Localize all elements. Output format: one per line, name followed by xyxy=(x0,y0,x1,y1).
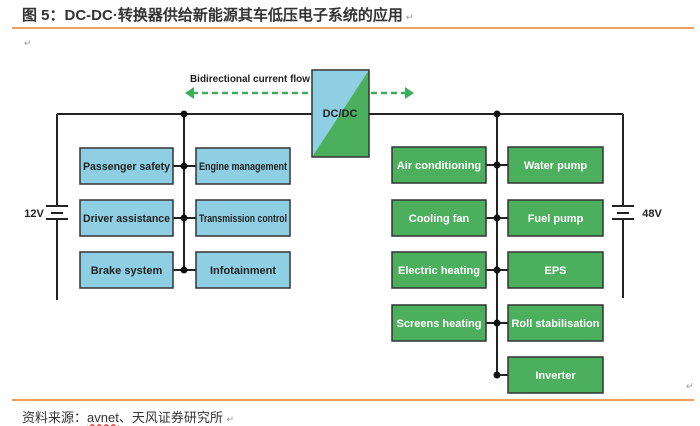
box-rect xyxy=(507,251,604,289)
box-rect xyxy=(195,147,291,185)
load-box: Transmission control xyxy=(195,199,291,237)
box-rect xyxy=(391,251,487,289)
converter-border xyxy=(311,69,370,158)
box-rect xyxy=(507,199,604,237)
load-box: Electric heating xyxy=(391,251,487,289)
title-divider xyxy=(12,27,694,29)
source-prefix: 资料来源： xyxy=(22,410,88,425)
load-box: Brake system xyxy=(79,251,174,289)
box-rect xyxy=(507,304,604,342)
arrow-head-right-icon xyxy=(405,87,414,99)
box-label: Transmission control xyxy=(199,213,287,225)
source-avnet: avnet xyxy=(87,410,119,425)
junction-dot xyxy=(493,371,501,379)
arrow-head-left-icon xyxy=(185,87,194,99)
battery-48v-icon xyxy=(612,205,634,220)
load-box: Cooling fan xyxy=(391,199,487,237)
battery-12v-icon xyxy=(46,205,68,220)
converter-label: DC/DC xyxy=(323,108,358,120)
load-box: Engine management xyxy=(195,147,291,185)
box-label: Electric heating xyxy=(398,265,480,277)
paragraph-mark: ↵ xyxy=(686,381,694,391)
box-label: Cooling fan xyxy=(409,213,470,225)
box-rect xyxy=(195,199,291,237)
box-label: Engine management xyxy=(199,161,287,173)
junction-dot xyxy=(180,266,188,274)
load-box: Fuel pump xyxy=(507,199,604,237)
figure-title: 图 5：DC-DC·转换器供给新能源其车低压电子系统的应用↵ xyxy=(22,4,413,25)
box-rect xyxy=(79,147,174,185)
converter-high-side xyxy=(312,70,369,157)
box-label: Roll stabilisation xyxy=(511,318,599,330)
voltage-label-48v: 48V xyxy=(642,208,662,220)
box-label: Driver assistance xyxy=(83,213,170,225)
box-label: Brake system xyxy=(91,265,163,277)
dc-dc-converter xyxy=(311,69,370,158)
junction-dot xyxy=(493,161,501,169)
flow-label: Bidirectional current flow xyxy=(190,74,310,85)
box-rect xyxy=(79,251,174,289)
source-divider xyxy=(12,399,694,401)
box-label: Air conditioning xyxy=(397,160,481,172)
box-label: Passenger safety xyxy=(83,161,171,173)
load-box: Roll stabilisation xyxy=(507,304,604,342)
junction-dot xyxy=(180,162,188,170)
source-note: 资料来源：avnet、天风证券研究所 ↵ xyxy=(22,407,234,426)
junction-dot xyxy=(493,214,501,222)
box-rect xyxy=(79,199,174,237)
box-rect xyxy=(507,146,604,184)
load-box: Screens heating xyxy=(391,304,487,342)
load-box: Inverter xyxy=(507,356,604,394)
box-label: Water pump xyxy=(524,160,587,172)
paragraph-mark: ↵ xyxy=(24,38,32,48)
junction-dot xyxy=(180,110,188,118)
load-box: Passenger safety xyxy=(79,147,174,185)
load-box: EPS xyxy=(507,251,604,289)
box-rect xyxy=(195,251,291,289)
box-rect xyxy=(507,356,604,394)
source-suffix: 、天风证券研究所 xyxy=(118,410,223,425)
paragraph-mark: ↵ xyxy=(226,414,235,424)
box-label: Inverter xyxy=(535,370,576,382)
load-box: Driver assistance xyxy=(79,199,174,237)
box-rect xyxy=(391,199,487,237)
junction-dot xyxy=(493,110,501,118)
box-rect xyxy=(391,146,487,184)
load-box: Infotainment xyxy=(195,251,291,289)
box-label: Infotainment xyxy=(210,265,276,277)
box-rect xyxy=(391,304,487,342)
paragraph-mark: ↵ xyxy=(405,12,414,22)
box-label: EPS xyxy=(544,265,566,277)
box-label: Fuel pump xyxy=(528,213,584,225)
junction-dot xyxy=(493,319,501,327)
load-box: Water pump xyxy=(507,146,604,184)
junction-dot xyxy=(493,266,501,274)
junction-dot xyxy=(180,214,188,222)
box-label: Screens heating xyxy=(397,318,482,330)
figure-title-text: 图 5：DC-DC·转换器供给新能源其车低压电子系统的应用 xyxy=(22,7,403,24)
load-box: Air conditioning xyxy=(391,146,487,184)
voltage-label-12v: 12V xyxy=(24,208,44,220)
